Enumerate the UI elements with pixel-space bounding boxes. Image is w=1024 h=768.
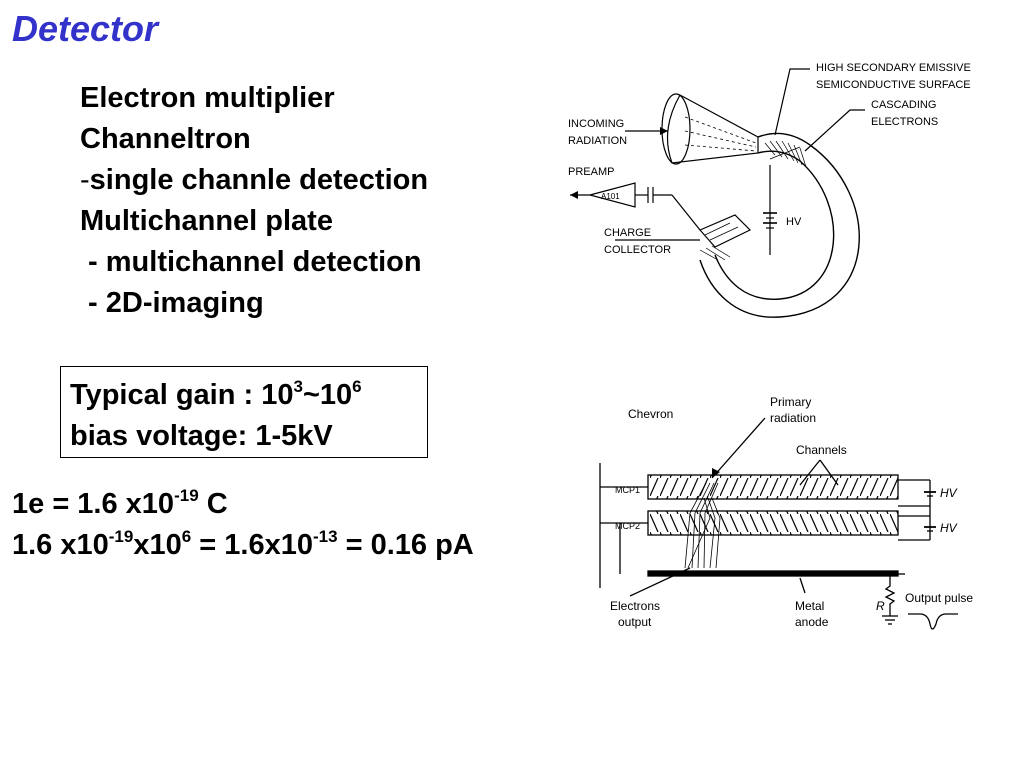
dash: -: [80, 164, 90, 196]
label-output-pulse: Output pulse: [905, 591, 973, 605]
label-hv-1: HV: [940, 486, 958, 500]
bullet-multichannel-detection: - multichannel detection: [80, 246, 422, 278]
calc-2-exp3: -13: [312, 527, 338, 546]
cascade-hatching: [764, 140, 807, 168]
bullet-single-channel: -single channle detection: [80, 160, 428, 201]
label-charge: CHARGE: [604, 227, 651, 239]
calc-2d: = 0.16 pA: [337, 529, 474, 561]
output-pulse-waveform: [908, 613, 958, 630]
calc-2b: x10: [133, 529, 182, 561]
gain-line: Typical gain : 103~106: [70, 375, 427, 416]
gain-mid: ~10: [302, 379, 353, 411]
gain-exp-high: 6: [352, 377, 362, 396]
calc-2-exp2: 6: [181, 527, 192, 546]
label-mcp2: MCP2: [615, 521, 640, 531]
label-chevron: Chevron: [628, 407, 673, 421]
calc-2c: = 1.6x10: [191, 529, 313, 561]
curved-tube-outer: [699, 132, 860, 318]
label-a101: A101: [601, 192, 620, 201]
label-semiconductive: SEMICONDUCTIVE SURFACE: [816, 79, 971, 91]
resistor: [884, 574, 896, 616]
calc-2a: 1.6 x10: [12, 529, 109, 561]
calc-1-exp: -19: [174, 486, 199, 505]
calc-2-exp1: -19: [108, 527, 134, 546]
charge-calculation: 1e = 1.6 x10-19 C 1.6 x10-19x106 = 1.6x1…: [12, 484, 474, 566]
label-electrons: ELECTRONS: [871, 116, 938, 128]
metal-anode-plate: [647, 570, 899, 577]
bullet-2d-imaging: - 2D-imaging: [80, 287, 264, 319]
slide-title: Detector: [12, 8, 159, 49]
label-output: output: [618, 615, 652, 629]
label-electrons: Electrons: [610, 599, 660, 613]
label-r: R: [876, 599, 885, 613]
label-hv: HV: [786, 216, 802, 228]
single-channel-text: single channle detection: [89, 164, 429, 196]
label-anode: anode: [795, 615, 829, 629]
label-mcp1: MCP1: [615, 485, 640, 495]
label-cascading: CASCADING: [871, 99, 936, 111]
label-metal: Metal: [795, 599, 824, 613]
label-preamp: PREAMP: [568, 166, 614, 178]
mcp1-plate: [647, 474, 899, 500]
bias-line: bias voltage: 1-5kV: [70, 420, 333, 452]
gain-box: Typical gain : 103~106 bias voltage: 1-5…: [60, 366, 428, 458]
detector-bullet-list: Electron multiplier Channeltron -single …: [80, 78, 428, 324]
label-collector: COLLECTOR: [604, 244, 671, 256]
mcp2-plate: [647, 510, 899, 536]
gain-label: Typical gain : 10: [70, 379, 294, 411]
calc-1a: 1e = 1.6 x10: [12, 488, 175, 520]
cone-funnel: [666, 94, 759, 164]
label-high-secondary: HIGH SECONDARY EMISSIVE: [816, 62, 971, 74]
electron-cloud: [684, 482, 721, 569]
gain-exp-low: 3: [293, 377, 303, 396]
calc-line-1: 1e = 1.6 x10-19 C: [12, 484, 474, 525]
mcp-chevron-diagram: Chevron Primary radiation Channels MCP1 …: [599, 395, 973, 630]
calc-line-2: 1.6 x10-19x106 = 1.6x10-13 = 0.16 pA: [12, 525, 474, 566]
charge-collector-block: [699, 214, 752, 248]
label-hv-2: HV: [940, 521, 958, 535]
calc-1b: C: [198, 488, 228, 520]
curved-tube-inner: [714, 150, 835, 300]
primary-radiation-arrow: [711, 417, 766, 479]
label-channels: Channels: [796, 443, 847, 457]
channeltron-diagram: HIGH SECONDARY EMISSIVE SEMICONDUCTIVE S…: [568, 62, 971, 318]
label-radiation: radiation: [770, 411, 816, 425]
label-primary: Primary: [770, 395, 811, 409]
label-radiation: RADIATION: [568, 135, 627, 147]
bullet-channeltron: Channeltron: [80, 123, 251, 155]
bullet-electron-multiplier: Electron multiplier: [80, 82, 335, 114]
cone-mouth: [661, 93, 691, 165]
label-incoming: INCOMING: [568, 118, 624, 130]
bullet-multichannel-plate: Multichannel plate: [80, 205, 333, 237]
